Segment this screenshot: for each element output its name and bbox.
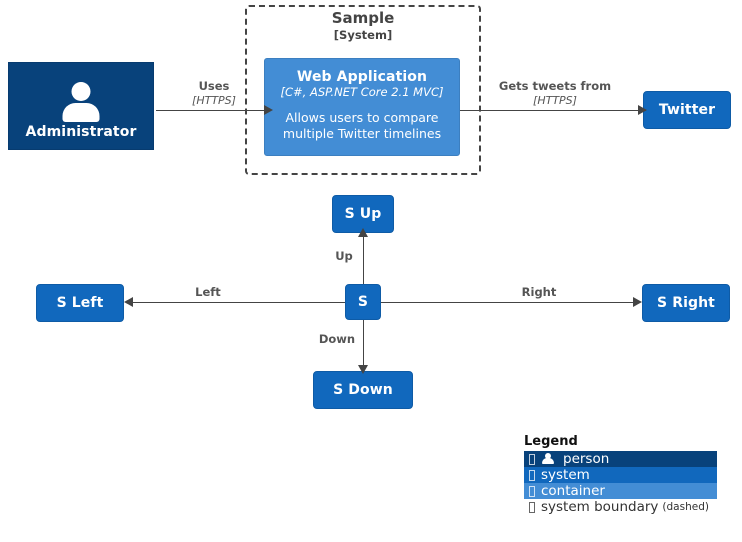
legend-item-container-label: container bbox=[541, 483, 605, 499]
edge-admin-to-web-tech: [HTTPS] bbox=[192, 93, 236, 107]
edge-web-to-twitter-name: Gets tweets from bbox=[498, 79, 612, 93]
legend-item-system: system bbox=[524, 467, 717, 483]
edge-s-to-down-label: Down bbox=[312, 332, 362, 347]
boundary-name: Sample bbox=[331, 9, 395, 27]
legend-item-system-boundary-label: system boundary bbox=[541, 499, 659, 515]
edge-web-to-twitter-tech: [HTTPS] bbox=[533, 93, 577, 107]
node-s-label: S bbox=[357, 293, 369, 310]
legend-item-container: container bbox=[524, 483, 717, 499]
edge-s-to-right-line bbox=[381, 302, 637, 303]
node-administrator[interactable]: Administrator bbox=[8, 62, 154, 150]
system-boundary-title: Sample [System] bbox=[245, 9, 481, 42]
missing-glyph-icon bbox=[529, 501, 535, 513]
node-s-up-label: S Up bbox=[344, 205, 382, 222]
edge-s-to-down-line bbox=[363, 320, 364, 366]
edge-admin-to-web-name: Uses bbox=[198, 79, 230, 93]
node-s-down-label: S Down bbox=[333, 381, 393, 398]
edge-web-to-twitter-line bbox=[460, 110, 646, 111]
node-s-left[interactable]: S Left bbox=[36, 284, 124, 322]
node-web-application[interactable]: Web Application [C#, ASP.NET Core 2.1 MV… bbox=[264, 58, 460, 156]
node-web-application-label: Web Application bbox=[296, 69, 428, 85]
edge-s-to-up-label: Up bbox=[326, 249, 362, 264]
missing-glyph-icon bbox=[529, 485, 535, 497]
node-s-down[interactable]: S Down bbox=[313, 371, 413, 409]
node-administrator-label: Administrator bbox=[25, 124, 137, 141]
person-icon bbox=[541, 453, 554, 465]
legend-item-person: person bbox=[524, 451, 717, 467]
node-twitter-label: Twitter bbox=[658, 101, 716, 118]
edge-s-to-down-arrowhead bbox=[358, 365, 368, 374]
node-s-right-label: S Right bbox=[657, 294, 715, 311]
system-boundary-sample[interactable] bbox=[245, 5, 481, 175]
legend: Legend person system container system bo… bbox=[524, 434, 724, 515]
node-s[interactable]: S bbox=[345, 284, 381, 320]
edge-s-to-right-name: Right bbox=[521, 285, 557, 299]
node-s-left-label: S Left bbox=[56, 294, 104, 311]
edge-s-to-left-arrowhead bbox=[124, 297, 133, 307]
edge-web-to-twitter-label: Gets tweets from [HTTPS] bbox=[485, 79, 625, 107]
person-icon-body bbox=[62, 103, 100, 123]
edge-admin-to-web-line bbox=[156, 110, 269, 111]
missing-glyph-icon bbox=[529, 469, 535, 481]
edge-s-to-up-name: Up bbox=[335, 249, 353, 263]
person-icon bbox=[59, 82, 103, 123]
edge-s-to-left-line bbox=[133, 302, 345, 303]
person-icon-body bbox=[541, 458, 554, 464]
edge-admin-to-web-label: Uses [HTTPS] bbox=[168, 79, 260, 107]
node-web-application-tech: [C#, ASP.NET Core 2.1 MVC] bbox=[280, 84, 444, 99]
edge-admin-to-web-arrowhead bbox=[264, 105, 273, 115]
edge-s-to-up-arrowhead bbox=[358, 228, 368, 237]
person-icon-head bbox=[71, 82, 91, 102]
edge-s-to-down-name: Down bbox=[318, 332, 356, 346]
person-icon-head bbox=[544, 453, 551, 459]
edge-s-to-left-name: Left bbox=[195, 285, 221, 299]
boundary-type: [System] bbox=[333, 28, 393, 42]
legend-item-system-label: system bbox=[541, 467, 590, 483]
edge-s-to-right-label: Right bbox=[506, 285, 572, 300]
edge-s-to-up-line bbox=[363, 233, 364, 284]
node-s-right[interactable]: S Right bbox=[642, 284, 730, 322]
edge-s-to-right-arrowhead bbox=[633, 297, 642, 307]
edge-s-to-left-label: Left bbox=[178, 285, 238, 300]
node-twitter[interactable]: Twitter bbox=[643, 91, 731, 129]
legend-item-system-boundary-note: (dashed) bbox=[662, 501, 709, 513]
edge-web-to-twitter-arrowhead bbox=[638, 105, 647, 115]
legend-item-person-label: person bbox=[563, 451, 610, 467]
missing-glyph-icon bbox=[529, 453, 535, 465]
node-web-application-description: Allows users to compare multiple Twitter… bbox=[282, 110, 442, 141]
legend-item-system-boundary: system boundary (dashed) bbox=[524, 499, 724, 515]
legend-title: Legend bbox=[524, 434, 578, 449]
